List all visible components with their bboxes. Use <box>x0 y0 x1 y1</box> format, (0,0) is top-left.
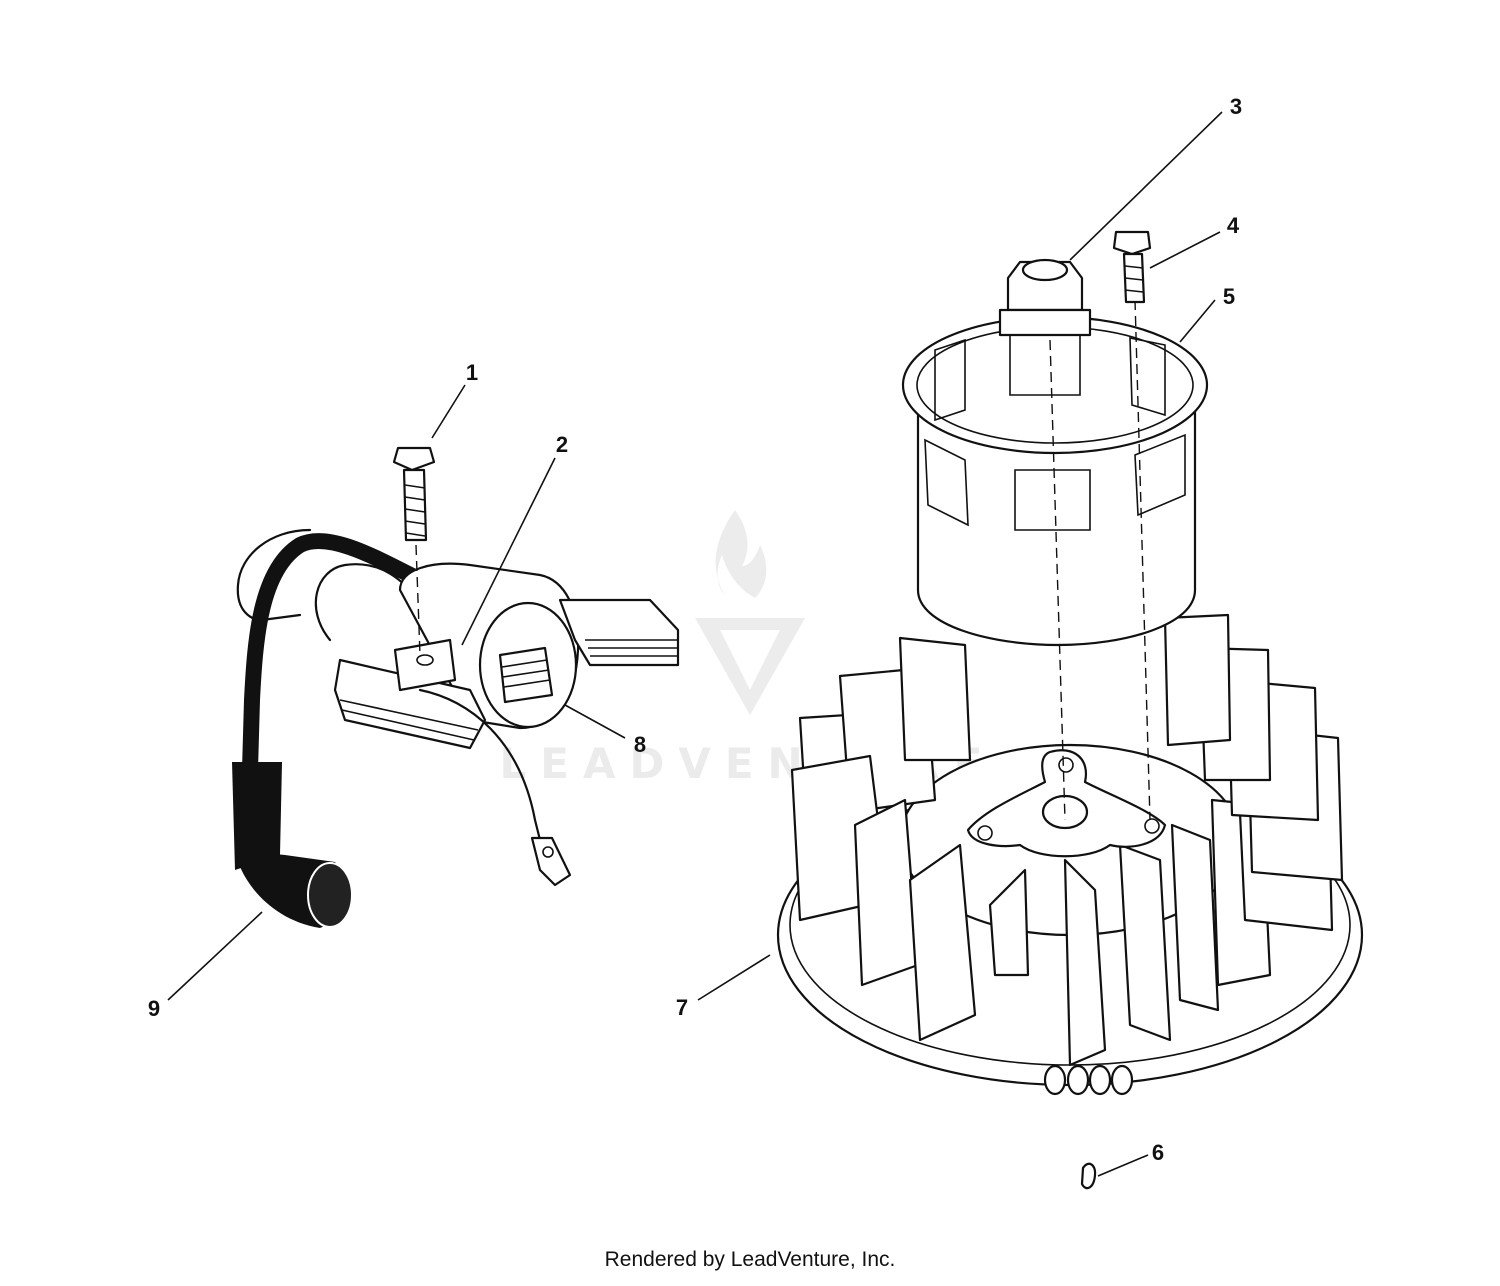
leader-6 <box>1097 1154 1149 1177</box>
spark-plug-boot <box>232 762 282 870</box>
callout-3: 3 <box>1230 94 1242 119</box>
leader-5 <box>1179 299 1216 343</box>
bolt-1 <box>392 446 436 656</box>
callout-4: 4 <box>1227 213 1240 238</box>
bolt-4 <box>1112 230 1152 304</box>
bottom-threads <box>1043 1064 1134 1096</box>
ground-wire <box>418 688 542 842</box>
leader-8 <box>564 704 626 739</box>
callout-2: 2 <box>556 432 568 457</box>
leader-3 <box>1069 111 1223 261</box>
woodruff-key <box>1080 1162 1097 1190</box>
callout-6: 6 <box>1152 1140 1164 1165</box>
leader-7 <box>697 954 771 1001</box>
callout-9: 9 <box>148 996 160 1021</box>
callouts: 1 2 3 4 5 6 7 8 9 <box>148 94 1242 1165</box>
leader-lines <box>167 111 1223 1177</box>
callout-5: 5 <box>1223 284 1235 309</box>
callout-1: 1 <box>466 360 478 385</box>
wire-terminal <box>530 836 572 887</box>
leader-9 <box>167 911 263 1001</box>
callout-8: 8 <box>634 732 646 757</box>
laminate-left <box>333 658 487 750</box>
laminate-face <box>498 646 554 704</box>
starter-cup-body <box>916 393 1197 647</box>
coil-wire-loop <box>314 563 412 642</box>
leader-1 <box>431 384 466 439</box>
flywheel-fins <box>790 613 1344 1067</box>
callout-7: 7 <box>676 995 688 1020</box>
spark-plug-lead <box>242 533 438 778</box>
watermark-logo <box>695 510 805 715</box>
flywheel-assembly <box>776 258 1364 1096</box>
ignition-module-assembly <box>232 528 680 928</box>
starter-cup-rim <box>901 315 1209 455</box>
leader-2 <box>461 457 556 646</box>
footer-credit: Rendered by LeadVenture, Inc. <box>604 1248 896 1271</box>
spark-plug-boot-opening <box>307 862 353 928</box>
leader-4 <box>1149 231 1221 269</box>
